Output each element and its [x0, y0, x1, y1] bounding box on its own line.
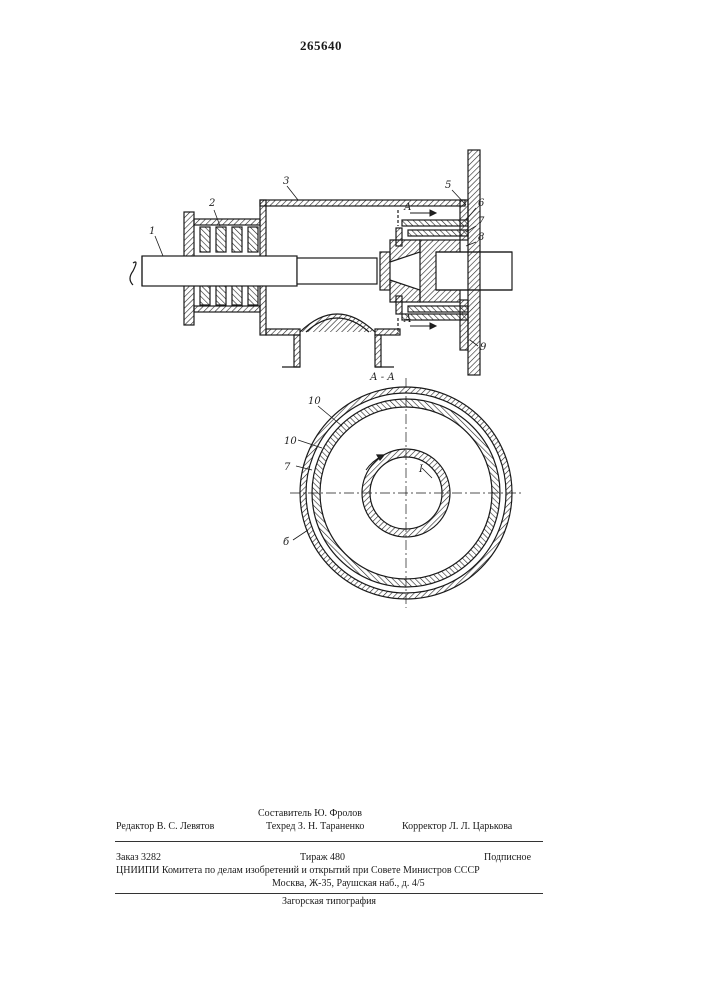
- imprint-institute: ЦНИИПИ Комитета по делам изобретений и о…: [116, 865, 480, 877]
- rotor-hub: [380, 252, 390, 290]
- label-6b: б: [283, 537, 290, 548]
- label-1: 1: [149, 226, 155, 237]
- label-8: 8: [478, 232, 484, 243]
- right-wall: [468, 150, 480, 375]
- label-7b: 7: [284, 462, 291, 473]
- imprint-techred: Техред З. Н. Тараненко: [266, 821, 364, 833]
- longitudinal-section: [130, 150, 512, 375]
- label-section-aa: А - А: [369, 372, 395, 383]
- seal-housing-top: [194, 219, 260, 225]
- imprint-printer: Загорская типография: [282, 896, 376, 908]
- dome: [300, 314, 375, 332]
- chamber-top-wall: [260, 200, 465, 206]
- label-2: 2: [208, 198, 215, 209]
- ring-7: [408, 230, 468, 236]
- imprint-corrector: Корректор Л. Л. Царькова: [402, 821, 512, 833]
- imprint-address: Москва, Ж-35, Раушская наб., д. 4/5: [272, 878, 425, 890]
- label-7: 7: [478, 216, 485, 227]
- label-9: 9: [480, 342, 487, 353]
- imprint-compiler: Составитель Ю. Фролов: [258, 808, 362, 820]
- cross-section-aa: [290, 378, 522, 608]
- ring-6: [402, 220, 468, 226]
- imprint-editor: Редактор В. С. Левятов: [116, 821, 214, 833]
- label-3: 3: [283, 176, 289, 187]
- shaft: [142, 256, 297, 286]
- label-section-a-top: А: [403, 202, 412, 213]
- label-10b: 10: [284, 436, 297, 447]
- label-6: 6: [478, 198, 485, 209]
- label-section-a-bottom: А: [403, 314, 412, 325]
- seal-housing-bottom: [194, 306, 260, 312]
- imprint-subscription: Подписное: [484, 852, 531, 864]
- label-10a: 10: [308, 396, 321, 407]
- chamber-bottom-wall-right: [375, 329, 400, 335]
- imprint-divider-top: [115, 841, 543, 842]
- imprint-order: Заказ 3282: [116, 852, 161, 864]
- imprint-divider-bottom: [115, 893, 543, 894]
- label-5: 5: [445, 180, 451, 191]
- chamber-bottom-wall: [266, 329, 300, 335]
- imprint-circulation: Тираж 480: [300, 852, 345, 864]
